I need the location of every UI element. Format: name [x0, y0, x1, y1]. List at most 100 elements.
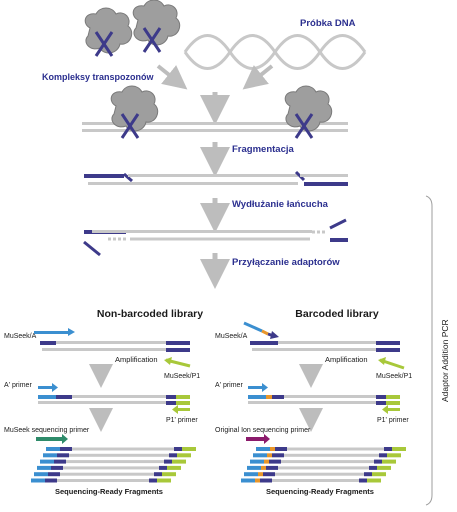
fragment-p1-segment [172, 459, 186, 464]
barcoded-panel: Barcoded library MuSeek/A Amplification … [215, 308, 412, 444]
fragment-primer-segment [40, 459, 54, 464]
fragment-insert [287, 447, 384, 451]
fragment-insert [272, 479, 359, 482]
fragment-barcode-segment [267, 453, 272, 458]
extended-dna [83, 218, 348, 257]
dna-double-helix [183, 34, 367, 70]
fragment-adaptor-segment [379, 453, 387, 458]
non-barcoded-panel: Non-barcoded library MuSeek/A Amplificat… [4, 308, 203, 444]
fragment-p1-segment [157, 478, 171, 483]
museek-a-label-left: MuSeek/A [4, 333, 37, 340]
a-primer-label-left: A' primer [4, 382, 32, 389]
fragment-primer-segment [46, 447, 60, 451]
fragment-primer-segment [250, 459, 264, 464]
fragment-insert [60, 472, 154, 476]
fragment-insert [284, 453, 379, 457]
fragment-primer-segment [34, 472, 48, 477]
fragmented-dna [84, 170, 348, 186]
fragment-primer-segment [244, 472, 258, 477]
fragment-insert [281, 460, 374, 464]
fragment-insert [69, 453, 169, 457]
fragment-barcode-segment [258, 472, 263, 477]
sequencing-ready-label-right: Sequencing-Ready Fragments [266, 487, 374, 496]
fragment-adaptor-segment [374, 459, 382, 464]
fragment-p1-segment [372, 472, 386, 477]
museek-seq-primer-label: MuSeek sequencing primer [4, 427, 90, 434]
a-primer-label-right: A' primer [215, 382, 243, 389]
fragment-insert [63, 466, 159, 470]
fragment-barcode-segment [255, 478, 260, 483]
transposome-complex-pair-top [84, 0, 181, 57]
chain-extension-label: Wydłużanie łańcucha [232, 199, 329, 210]
fragment-insert [275, 472, 364, 476]
non-barcoded-title: Non-barcoded library [97, 308, 203, 320]
fragment-primer-segment [256, 447, 270, 451]
dna-bound-complexes [82, 85, 348, 139]
fragment-primer-segment [247, 465, 261, 470]
fragment-adaptor-segment [384, 447, 392, 451]
fragment-adaptor-segment [174, 447, 182, 451]
fragment-insert [72, 447, 174, 451]
amplification-label-left: Amplification [115, 355, 158, 364]
fragment-adaptor-segment [45, 478, 57, 483]
fragment-insert [57, 479, 149, 482]
fragment-adaptor-segment [272, 453, 284, 458]
fragment-p1-segment [382, 459, 396, 464]
museek-p1-label-left: MuSeek/P1 [164, 373, 200, 380]
barcoded-title: Barcoded library [295, 308, 379, 320]
fragment-adaptor-segment [364, 472, 372, 477]
fragment-p1-segment [392, 447, 406, 451]
fragment-p1-segment [182, 447, 196, 451]
fragment-primer-segment [37, 465, 51, 470]
transposome-complexes-label: Kompleksy transpozonów [42, 72, 155, 82]
fragment-p1-segment [387, 453, 401, 458]
adaptor-pcr-bracket [425, 195, 433, 506]
fragment-adaptor-segment [149, 478, 157, 483]
sequencing-fragments-stack-right [241, 447, 406, 483]
fragment-adaptor-segment [260, 478, 272, 483]
fragment-adaptor-segment [57, 453, 69, 458]
sample-dna-label: Próbka DNA [300, 18, 356, 29]
ion-seq-primer-label: Original Ion sequencing primer [215, 427, 311, 434]
fragment-adaptor-segment [359, 478, 367, 483]
adaptor-addition-pcr-label: Adaptor Addition PCR [440, 319, 450, 402]
fragment-barcode-segment [270, 447, 275, 451]
fragment-adaptor-segment [60, 447, 72, 451]
fragment-adaptor-segment [369, 465, 377, 470]
fragment-adaptor-segment [51, 465, 63, 470]
fragment-adaptor-segment [154, 472, 162, 477]
fragment-primer-segment [31, 478, 45, 483]
fragment-insert [278, 466, 369, 470]
sequencing-ready-label-left: Sequencing-Ready Fragments [55, 487, 163, 496]
fragment-adaptor-segment [266, 465, 278, 470]
fragment-primer-segment [253, 453, 267, 458]
fragment-insert [66, 460, 164, 464]
fragment-adaptor-segment [269, 459, 281, 464]
p1-primer-label-right: P1' primer [377, 417, 409, 424]
fragment-adaptor-segment [48, 472, 60, 477]
fragment-adaptor-segment [159, 465, 167, 470]
fragment-primer-segment [43, 453, 57, 458]
fragment-primer-segment [241, 478, 255, 483]
sequencing-fragments-stack-left [31, 447, 196, 483]
fragment-p1-segment [377, 465, 391, 470]
p1-primer-label-left: P1' primer [166, 417, 198, 424]
museek-a-label-right: MuSeek/A [215, 333, 248, 340]
museek-p1-label-right: MuSeek/P1 [376, 373, 412, 380]
fragment-barcode-segment [261, 465, 266, 470]
fragment-barcode-segment [264, 459, 269, 464]
fragment-p1-segment [162, 472, 176, 477]
fragment-p1-segment [177, 453, 191, 458]
fragment-adaptor-segment [54, 459, 66, 464]
converging-arrows [156, 64, 274, 125]
fragment-p1-segment [367, 478, 381, 483]
fragment-p1-segment [167, 465, 181, 470]
fragment-adaptor-segment [275, 447, 287, 451]
fragment-adaptor-segment [164, 459, 172, 464]
amplification-label-right: Amplification [325, 355, 368, 364]
adaptor-ligation-label: Przyłączanie adaptorów [232, 257, 340, 268]
fragment-adaptor-segment [169, 453, 177, 458]
fragment-adaptor-segment [263, 472, 275, 477]
fragmentation-label: Fragmentacja [232, 144, 294, 155]
